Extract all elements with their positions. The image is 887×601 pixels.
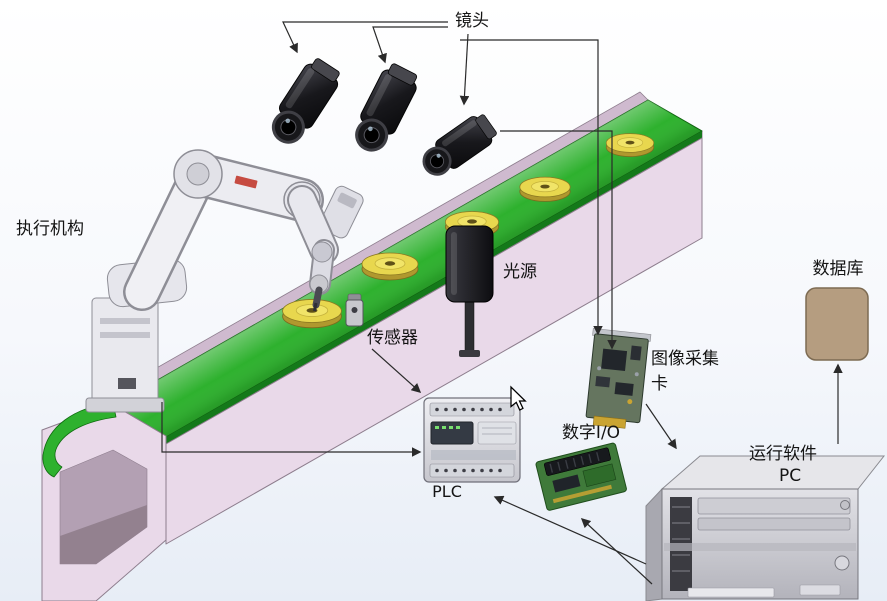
industrial-camera-2 — [355, 63, 418, 152]
arrow-lens-to-camera2 — [372, 26, 448, 64]
label-pc-line1: 运行软件 — [749, 444, 817, 464]
cursor-icon — [510, 385, 527, 411]
digital-io-board — [535, 442, 627, 511]
plc-device — [423, 397, 521, 483]
label-light-source: 光源 — [503, 262, 537, 282]
pc-drive-bay — [697, 497, 851, 515]
pc-brand-label — [687, 587, 775, 598]
robot-base-plate — [85, 397, 165, 413]
label-database: 数据库 — [813, 259, 864, 279]
workpiece — [519, 176, 571, 202]
robot-logo — [234, 175, 258, 189]
pc-side-face — [645, 487, 663, 601]
arrow-pc-to-plc — [493, 495, 647, 565]
belt-edge — [166, 131, 702, 444]
arrow-sensor-to-plc — [371, 348, 422, 393]
label-sensor: 传感器 — [367, 328, 418, 348]
arrow-robot-to-plc — [161, 402, 422, 457]
robot-pedestal — [91, 297, 159, 411]
label-frame-grabber-line1: 图像采集 — [651, 349, 719, 369]
pc-drive-bay — [697, 517, 851, 531]
workpiece — [282, 298, 342, 329]
label-pc-line2: PC — [779, 466, 801, 486]
robot-arm — [85, 149, 364, 413]
label-actuator: 执行机构 — [16, 219, 84, 239]
arrow-lens-to-camera3 — [459, 33, 470, 106]
workpiece — [605, 133, 655, 158]
database-box — [805, 287, 869, 361]
plc-status-display — [430, 421, 474, 445]
industrial-pc — [645, 455, 886, 601]
arrow-camera-to-grabber-1 — [460, 39, 603, 336]
industrial-camera-1 — [271, 58, 340, 144]
io-connector — [543, 447, 611, 476]
industrial-camera-3 — [422, 114, 497, 176]
pc-power-button — [840, 500, 850, 510]
frame-grabber-card — [585, 328, 652, 429]
arrow-grabber-to-pc — [645, 403, 677, 450]
sensor-device — [345, 293, 364, 327]
connector-lines — [161, 21, 843, 585]
pc-emblem — [834, 555, 850, 571]
label-plc: PLC — [432, 482, 462, 501]
label-frame-grabber-line2: 卡 — [651, 374, 668, 394]
robot-tool — [312, 286, 323, 309]
card-edge-connector — [592, 415, 627, 429]
workpiece — [361, 252, 419, 281]
label-digital-io: 数字I/O — [562, 423, 620, 443]
arrow-camera-to-grabber-2 — [500, 130, 617, 350]
arrow-pc-to-io — [580, 518, 653, 585]
label-lens: 镜头 — [455, 11, 489, 31]
arrow-lens-to-camera1 — [282, 21, 448, 54]
light-source-device — [445, 225, 494, 357]
